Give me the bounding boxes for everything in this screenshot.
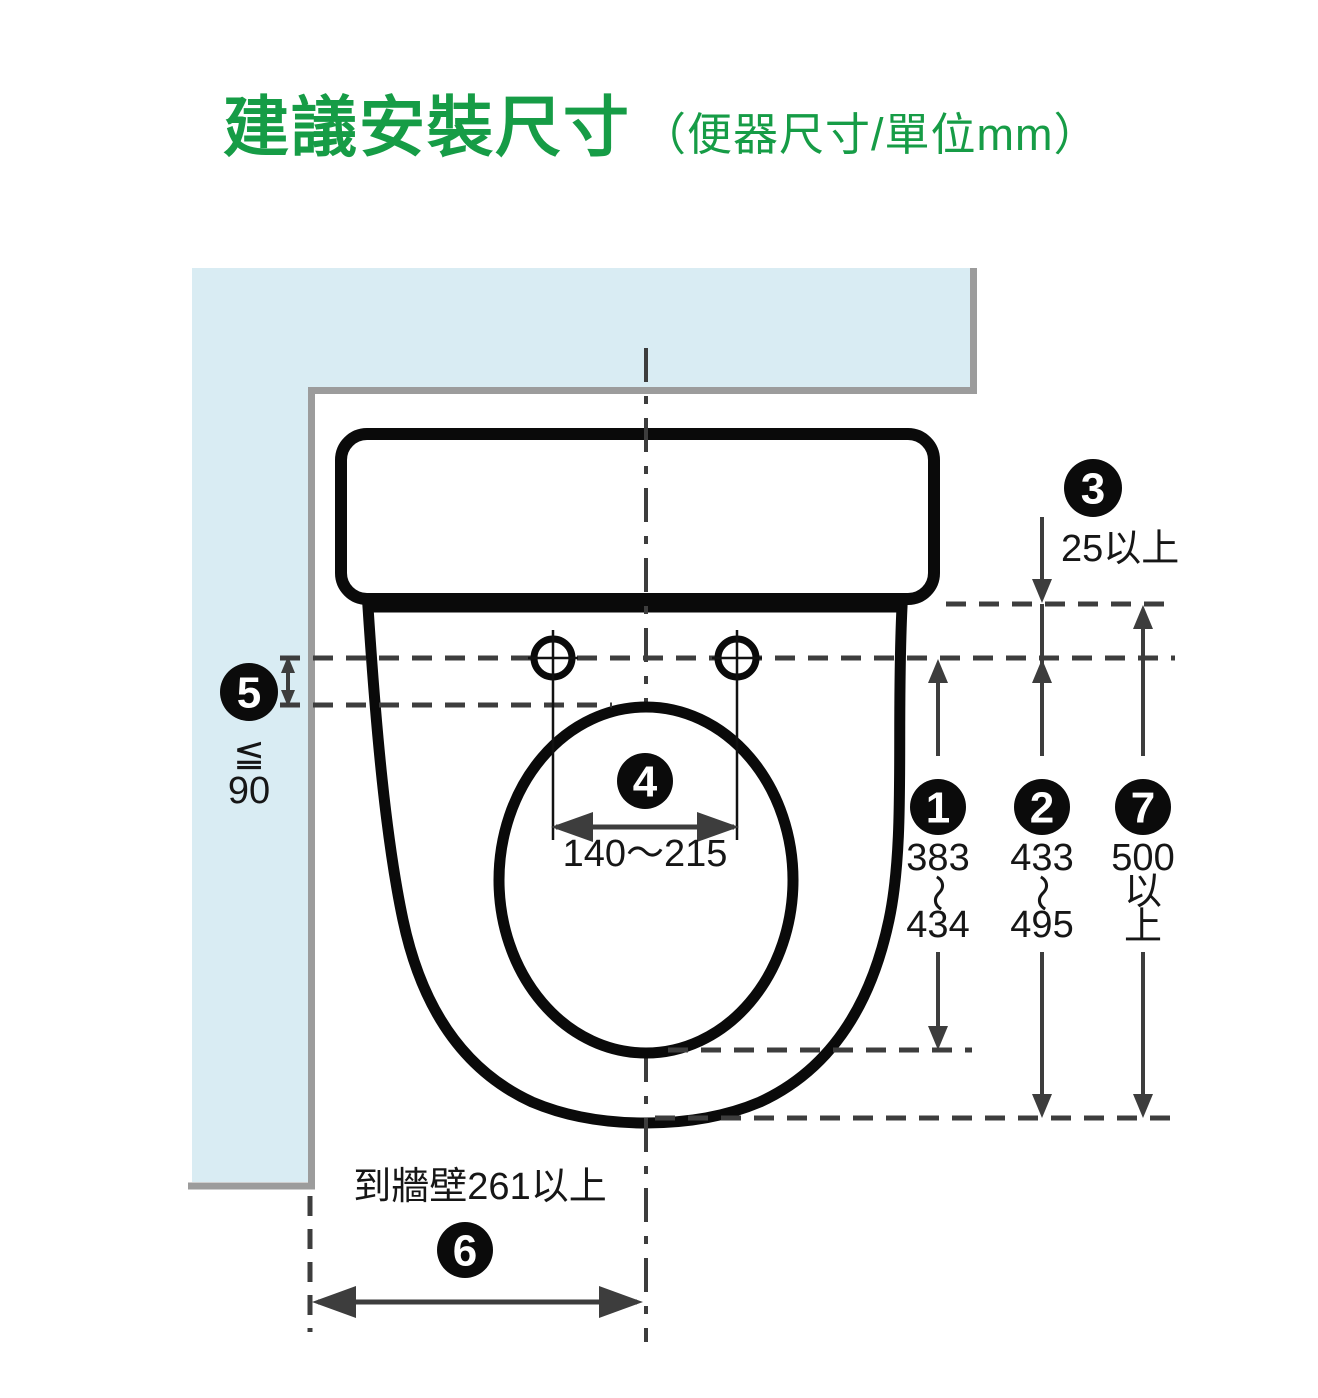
page-title: 建議安裝尺寸 （便器尺寸/單位mm） xyxy=(223,74,1099,170)
dim-4 xyxy=(551,812,739,842)
marker-4-badge: 4 xyxy=(617,753,673,809)
marker-1-badge: 1 xyxy=(910,779,966,835)
dim-2-value-bottom: 495 xyxy=(1010,904,1073,946)
svg-text:1: 1 xyxy=(926,783,950,832)
dim-7 xyxy=(1133,605,1153,1118)
dim-7-value-line3: 上 xyxy=(1124,906,1162,948)
wall-surface xyxy=(192,268,970,1182)
wall-edge xyxy=(188,268,977,1190)
bolt-hole-right xyxy=(712,630,762,840)
dim-5 xyxy=(281,656,295,707)
dim-1-value-bottom: 434 xyxy=(906,904,969,946)
marker-3-badge: 3 xyxy=(1064,459,1122,517)
marker-5-badge: 5 xyxy=(220,663,278,721)
dim-5-value-line1: ≦ xyxy=(233,733,265,775)
page-title-main: 建議安裝尺寸 xyxy=(223,90,631,164)
dim-5-value-line2: 90 xyxy=(228,770,270,812)
page-title-sub: （便器尺寸/單位mm） xyxy=(641,109,1100,160)
dim-2-value-top: 433 xyxy=(1010,837,1073,879)
dim-6-value: 到牆壁261以上 xyxy=(353,1166,606,1208)
svg-text:5: 5 xyxy=(237,668,261,717)
svg-text:4: 4 xyxy=(633,757,658,806)
dim-2-value-tilde: ～ xyxy=(1020,874,1062,912)
svg-text:6: 6 xyxy=(453,1226,477,1275)
svg-text:2: 2 xyxy=(1030,783,1054,832)
dim-1-value-top: 383 xyxy=(906,837,969,879)
dim-1 xyxy=(928,659,948,1050)
dim-7-value-line2: 以 xyxy=(1124,871,1162,913)
marker-2-badge: 2 xyxy=(1014,779,1070,835)
svg-text:3: 3 xyxy=(1081,464,1105,513)
dim-3-value: 25以上 xyxy=(1061,528,1179,570)
dim-6 xyxy=(312,1286,643,1318)
dim-2 xyxy=(1032,604,1052,1118)
dim-7-value-line1: 500 xyxy=(1111,837,1174,879)
marker-6-badge: 6 xyxy=(437,1222,493,1278)
bolt-hole-left xyxy=(528,630,578,840)
dim-3 xyxy=(1032,517,1052,603)
dim-4-value: 140～215 xyxy=(563,833,728,875)
toilet-tank xyxy=(335,428,940,605)
svg-text:7: 7 xyxy=(1131,783,1155,832)
marker-7-badge: 7 xyxy=(1115,779,1171,835)
toilet-bowl xyxy=(493,701,799,1059)
dim-1-value-tilde: ～ xyxy=(916,874,958,912)
